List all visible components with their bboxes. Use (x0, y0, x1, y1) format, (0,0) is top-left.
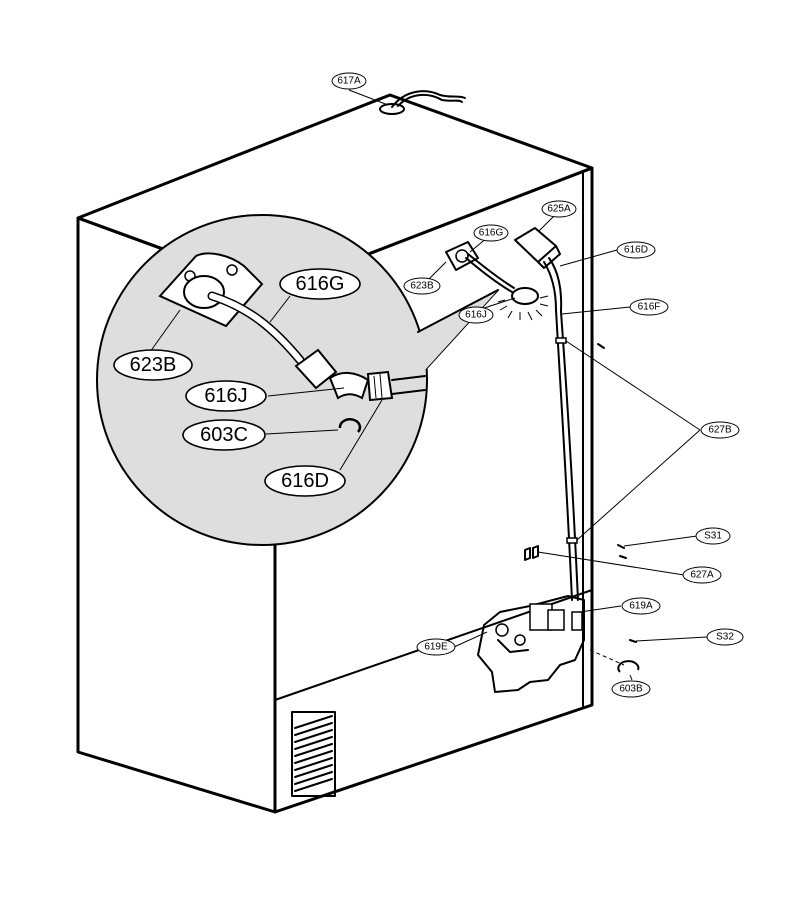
valve-assembly-619 (477, 595, 640, 693)
ring-603b (617, 660, 640, 673)
label-616f: 616F (629, 298, 669, 316)
label-623b-large: 623B (113, 349, 193, 381)
label-617a: 617A (331, 72, 367, 90)
svg-text:617A: 617A (337, 76, 361, 87)
svg-text:627A: 627A (690, 570, 714, 581)
label-s31: S31 (695, 527, 731, 545)
label-623b-small: 623B (403, 277, 441, 295)
svg-text:627B: 627B (708, 425, 732, 436)
vent-grille (291, 711, 336, 797)
svg-text:619A: 619A (629, 601, 653, 612)
label-616d-small: 616D (616, 241, 656, 259)
svg-text:616G: 616G (296, 273, 345, 295)
svg-text:623B: 623B (130, 354, 177, 376)
label-627a: 627A (682, 566, 722, 584)
svg-text:625A: 625A (547, 204, 571, 215)
label-616j-small: 616J (458, 306, 494, 324)
label-616d-large: 616D (264, 465, 346, 497)
svg-text:616J: 616J (465, 310, 487, 321)
label-603b: 603B (611, 680, 651, 698)
svg-text:616G: 616G (479, 228, 504, 239)
fitting-623b-small (445, 241, 479, 271)
label-625a: 625A (541, 200, 577, 218)
leader-lines (149, 89, 708, 681)
svg-text:623B: 623B (410, 281, 434, 292)
svg-text:S32: S32 (716, 632, 734, 643)
svg-text:616F: 616F (638, 302, 661, 313)
label-616g-large: 616G (279, 268, 361, 300)
clamp-lower (566, 537, 578, 544)
label-616g-small: 616G (473, 224, 509, 242)
svg-text:616J: 616J (204, 385, 247, 407)
clamp-upper (555, 337, 567, 344)
svg-text:603B: 603B (619, 684, 643, 695)
svg-text:603C: 603C (200, 424, 248, 446)
label-619e: 619E (416, 638, 456, 656)
label-619a: 619A (621, 597, 661, 615)
water-line-assembly (445, 227, 627, 601)
svg-text:619E: 619E (424, 642, 448, 653)
svg-text:S31: S31 (704, 531, 722, 542)
svg-text:616D: 616D (281, 470, 329, 492)
label-627b: 627B (700, 421, 740, 439)
top-cable-grommet (379, 90, 466, 115)
elbow-616j-small (497, 287, 549, 321)
label-616j-large: 616J (185, 380, 267, 412)
filter-625a (514, 227, 563, 313)
label-603c-large: 603C (182, 419, 266, 451)
clip-603c (338, 418, 362, 433)
svg-text:616D: 616D (624, 245, 648, 256)
label-s32: S32 (706, 628, 744, 646)
